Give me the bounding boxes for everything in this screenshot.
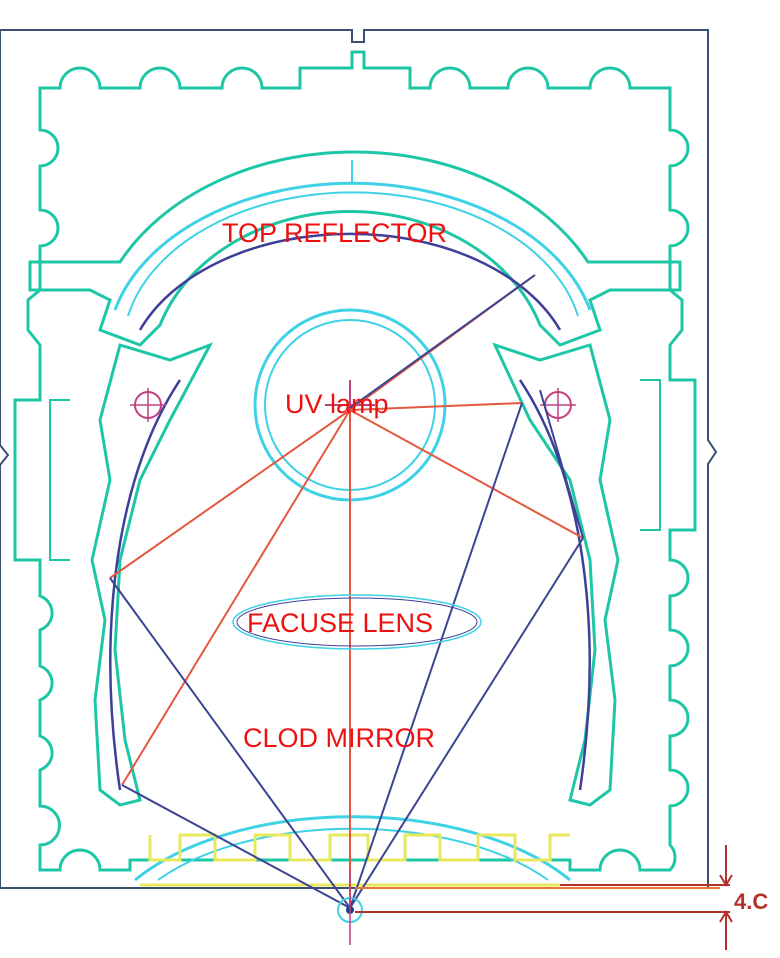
inner-reflector-arc-left [109,379,182,791]
cold-mirror-outer [134,815,571,882]
dimension-arrowhead-upper [719,874,733,887]
focus-lens-ellipse-inner [236,597,478,647]
outer-frame [0,29,718,889]
focus-lens-ellipse [232,594,482,650]
top-reflector-band-2 [127,191,579,317]
uv-lamp-label: UV lamp [285,389,389,419]
dimension-arrowhead-lower [719,910,733,923]
top-reflector-label: TOP REFLECTOR [222,218,447,248]
inner-reflector-arc-top [138,232,562,331]
cold-mirror-label: CLOD MIRROR [243,723,435,753]
heat-sink-housing [13,50,697,872]
dimension-label: 4.C [734,889,768,914]
inner-reflector-arc-right [518,379,591,791]
blue-rays [109,274,584,909]
left-side-wall [90,342,214,807]
top-reflector-outer [28,150,682,347]
red-rays [109,274,584,908]
cold-mirror-inner [157,827,549,881]
heat-sink-housing-inner [49,379,661,561]
right-side-wall [492,342,620,807]
focus-lens-label: FACUSE LENS [247,608,433,638]
